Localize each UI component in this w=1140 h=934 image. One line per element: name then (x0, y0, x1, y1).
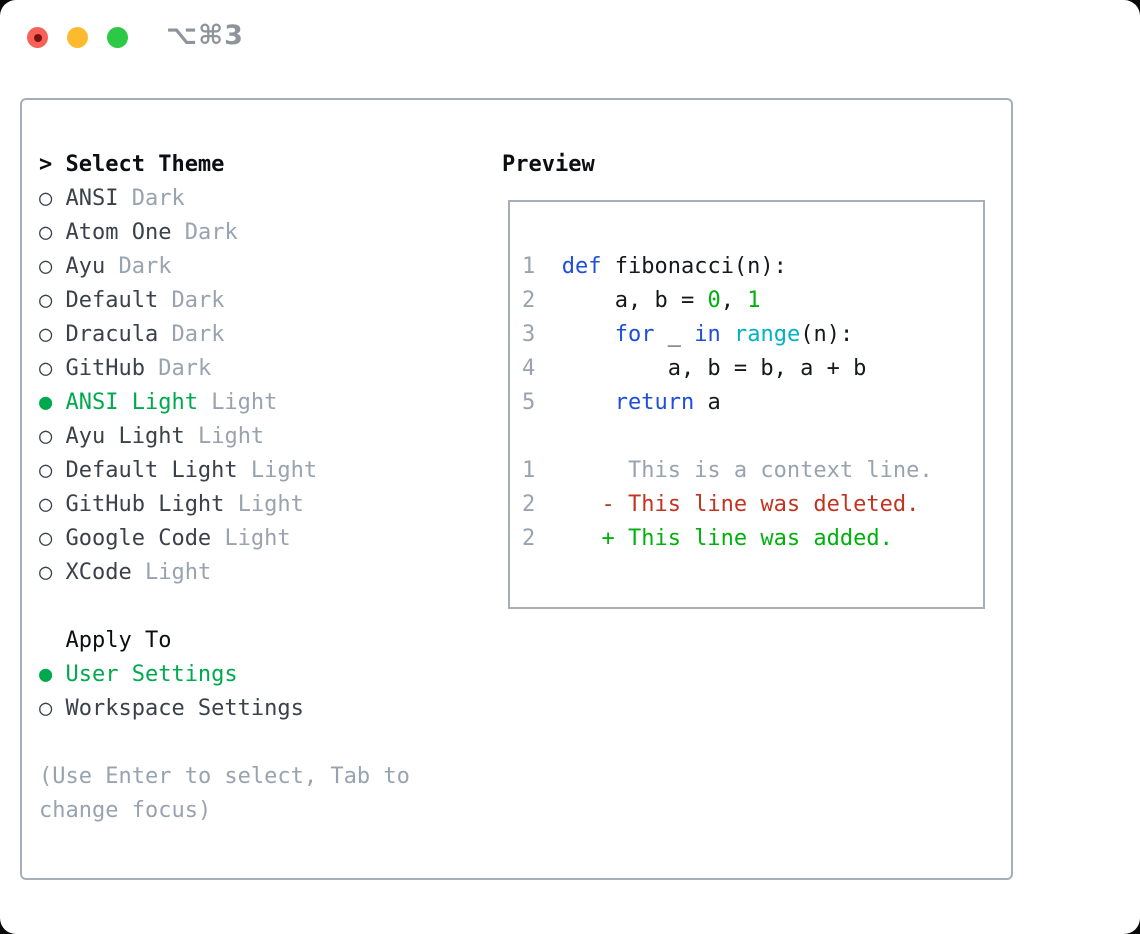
theme-variant-tag: Dark (131, 186, 185, 211)
line-number: 2 (522, 492, 536, 517)
theme-variant-tag: Dark (158, 356, 212, 381)
line-number: 2 (522, 526, 536, 551)
theme-name: ANSI Light (65, 390, 198, 415)
apply-option[interactable]: ○ Workspace Settings (39, 692, 410, 726)
theme-variant-tag: Dark (171, 322, 225, 347)
theme-name: Default (65, 288, 159, 313)
theme-name: ANSI (65, 186, 119, 211)
theme-variant-tag: Light (197, 424, 265, 449)
theme-name: GitHub (65, 356, 145, 381)
spacer (39, 590, 410, 624)
radio-icon: ○ (39, 254, 53, 279)
radio-selected-icon: ● (39, 662, 53, 687)
line-number: 4 (522, 356, 536, 381)
theme-option[interactable]: ○ Ayu Light Light (39, 420, 410, 454)
apply-option-label: Workspace Settings (65, 696, 304, 721)
apply-option[interactable]: ● User Settings (39, 658, 410, 692)
blank-line (522, 420, 983, 454)
close-button[interactable] (27, 27, 48, 48)
apply-option-label: User Settings (65, 662, 238, 687)
theme-variant-tag: Light (211, 390, 278, 415)
theme-variant-tag: Light (237, 492, 304, 517)
theme-option[interactable]: ● ANSI Light Light (39, 386, 410, 420)
theme-variant-tag: Dark (118, 254, 172, 279)
radio-icon: ○ (39, 288, 53, 313)
apply-options: ● User Settings ○ Workspace Settings (39, 658, 410, 726)
theme-name: Google Code (65, 526, 212, 551)
spacer (39, 726, 410, 760)
theme-variant-tag: Light (250, 458, 318, 483)
line-number: 5 (522, 390, 536, 415)
theme-name: GitHub Light (65, 492, 225, 517)
code-line: 4 a, b = b, a + b (522, 352, 983, 386)
theme-list-title: Select Theme (65, 152, 225, 177)
apply-to-title-row: Apply To (39, 624, 410, 658)
theme-variant-tag: Light (144, 560, 212, 585)
radio-icon: ○ (39, 356, 53, 381)
cursor-icon: > (39, 152, 53, 177)
code-line: 3 for _ in range(n): (522, 318, 983, 352)
line-number: 2 (522, 288, 536, 313)
theme-option[interactable]: ○ Dracula Dark (39, 318, 410, 352)
code-line: 2 a, b = 0, 1 (522, 284, 983, 318)
titlebar (27, 27, 128, 48)
radio-icon: ○ (39, 424, 53, 449)
apply-to-section: Apply To ● User Settings ○ Workspace Settin… (39, 624, 410, 726)
theme-option[interactable]: ○ Default Light Light (39, 454, 410, 488)
radio-icon: ○ (39, 220, 53, 245)
radio-selected-icon: ● (39, 390, 53, 415)
theme-option[interactable]: ○ XCode Light (39, 556, 410, 590)
radio-icon: ○ (39, 186, 53, 211)
theme-picker-dialog: > Select Theme ○ ANSI Dark ○ Atom One Dark ○ Ay… (20, 98, 1013, 880)
line-number: 1 (522, 254, 536, 279)
line-number: 3 (522, 322, 536, 347)
theme-option[interactable]: ○ GitHub Light Light (39, 488, 410, 522)
close-dot-icon (33, 33, 42, 42)
theme-variant-tag: Dark (171, 288, 225, 313)
preview-title: Preview (502, 152, 595, 177)
theme-variant-tag: Dark (184, 220, 238, 245)
line-number: 1 (522, 458, 536, 483)
theme-name: XCode (65, 560, 132, 585)
radio-icon: ○ (39, 322, 53, 347)
theme-variant-tag: Light (224, 526, 291, 551)
help-text-line-1: (Use Enter to select, Tab to (39, 764, 410, 789)
theme-list-header: > Select Theme (39, 148, 410, 182)
left-column: > Select Theme ○ ANSI Dark ○ Atom One Dark ○ Ay… (39, 148, 410, 828)
window-shortcut-label: ⌥⌘3 (166, 20, 244, 51)
radio-icon: ○ (39, 560, 53, 585)
maximize-button[interactable] (107, 27, 128, 48)
diff-context-line: 1 This is a context line. (522, 454, 983, 488)
diff-added-line: 2 + This line was added. (522, 522, 983, 556)
theme-name: Atom One (65, 220, 172, 245)
radio-icon: ○ (39, 492, 53, 517)
theme-option[interactable]: ○ Atom One Dark (39, 216, 410, 250)
diff-deleted-line: 2 - This line was deleted. (522, 488, 983, 522)
theme-name: Dracula (65, 322, 159, 347)
theme-option[interactable]: ○ Google Code Light (39, 522, 410, 556)
theme-name: Ayu Light (65, 424, 185, 449)
theme-option[interactable]: ○ Ayu Dark (39, 250, 410, 284)
radio-icon: ○ (39, 696, 53, 721)
theme-name: Default Light (65, 458, 238, 483)
theme-option[interactable]: ○ ANSI Dark (39, 182, 410, 216)
apply-to-title: Apply To (65, 628, 172, 653)
theme-list: > Select Theme ○ ANSI Dark ○ Atom One Dark ○ Ay… (39, 148, 410, 590)
minimize-button[interactable] (67, 27, 88, 48)
radio-icon: ○ (39, 526, 53, 551)
radio-icon: ○ (39, 458, 53, 483)
help-text-line-2: change focus) (39, 798, 212, 823)
theme-option[interactable]: ○ Default Dark (39, 284, 410, 318)
theme-option[interactable]: ○ GitHub Dark (39, 352, 410, 386)
code-line: 5 return a (522, 386, 983, 420)
theme-name: Ayu (65, 254, 106, 279)
